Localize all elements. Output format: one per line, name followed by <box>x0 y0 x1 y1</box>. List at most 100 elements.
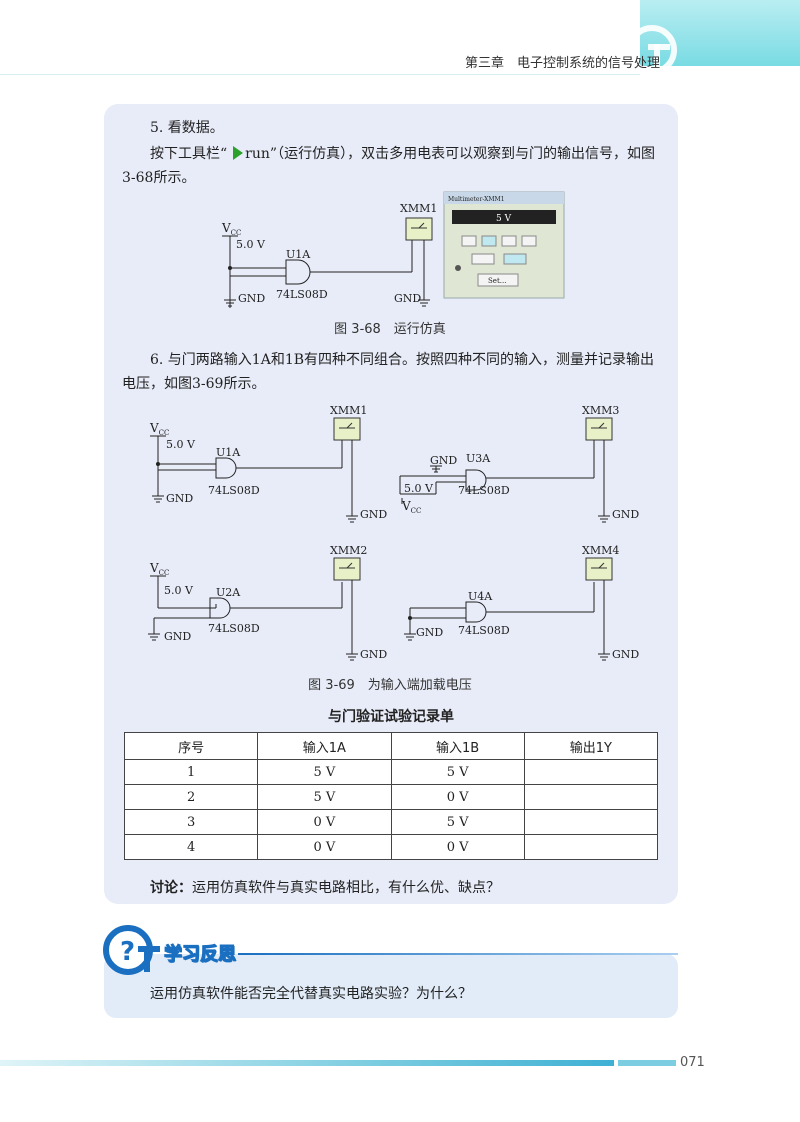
fig68-dialog-reading: 5 V <box>496 214 512 224</box>
run-label: run <box>245 146 270 162</box>
table-cell: 5 V <box>390 809 525 835</box>
footer-bar <box>0 1060 614 1066</box>
table-cell: 0 V <box>257 809 392 835</box>
step6-line2: 电压，如图3-69所示。 <box>122 376 266 392</box>
review-question: 运用仿真软件能否完全代替真实电路实验？为什么？ <box>150 986 472 1002</box>
fig69-c3-meter: XMM3 <box>582 404 619 417</box>
fig68-multimeter-icon <box>405 217 433 241</box>
table-cell: 0 V <box>390 784 525 810</box>
fig69-c1-meter: XMM1 <box>330 404 367 417</box>
fig68-dialog-set: Set... <box>488 277 506 285</box>
fig68-gnd-left: GND <box>238 292 265 305</box>
fig69-c4-gnd-left-icon <box>404 633 416 641</box>
record-table: 序号 输入1A 输入1B 输出1Y 1 5 V 5 V 2 5 V 0 V 3 … <box>123 732 659 860</box>
fig69-c1-gnd-left: GND <box>166 492 193 505</box>
table-cell: 0 V <box>257 834 392 860</box>
table-row: 4 0 V 0 V <box>123 834 659 860</box>
fig69-c4-meter: XMM4 <box>582 544 619 557</box>
fig68-gnd-left-icon <box>224 299 236 307</box>
chapter-header: 第三章 电子控制系统的信号处理 <box>465 56 661 71</box>
fig69-c2-chip: 74LS08D <box>208 622 260 635</box>
step5-line1-post: ”（运行仿真），双击多用电表可以观察到与门的输出信号，如图 <box>269 146 656 162</box>
step5-title: 5. 看数据。 <box>150 120 224 136</box>
fig69-c1-chip: 74LS08D <box>208 484 260 497</box>
fig69-c4-chip: 74LS08D <box>458 624 510 637</box>
chapter-logo-icon <box>627 25 677 75</box>
footer-bar-segment <box>618 1060 676 1066</box>
table-cell <box>523 784 659 810</box>
fig69-c4-and-gate <box>465 601 487 623</box>
fig69-c2-meter: XMM2 <box>330 544 367 557</box>
table-cell <box>523 809 659 835</box>
figure-3-68: VCC 5.0 V U1A 74LS08D GND XMM1 GND Multi… <box>221 191 565 308</box>
fig69-c3-gnd-right-icon <box>598 515 610 523</box>
fig68-vcc-label: VCC <box>221 221 241 237</box>
fig69-c3-and-gate <box>465 469 487 491</box>
fig68-dialog-display <box>452 210 556 224</box>
table-cell: 1 <box>123 759 259 785</box>
fig69-c4-gnd-right: GND <box>612 648 639 661</box>
fig69-c4-gnd-left: GND <box>416 626 443 639</box>
step5-line1-pre: 按下工具栏“ <box>150 146 228 162</box>
table-header-cell: 输出1Y <box>523 732 659 760</box>
fig69-c1-voltage: 5.0 V <box>166 438 196 451</box>
table-row: 1 5 V 5 V <box>123 759 659 785</box>
fig69-c1-and-gate <box>215 457 237 479</box>
table-cell <box>523 759 659 785</box>
step5-line1: 按下工具栏“ run”（运行仿真），双击多用电表可以观察到与门的输出信号，如图 <box>150 142 666 166</box>
fig69-c2-gnd-right-icon <box>346 653 358 661</box>
table-cell: 5 V <box>390 759 525 785</box>
table-cell: 5 V <box>257 759 392 785</box>
table-cell: 0 V <box>390 834 525 860</box>
discussion: 讨论：运用仿真软件与真实电路相比，有什么优、缺点？ <box>150 876 500 900</box>
step5-line2: 3-68所示。 <box>122 170 196 186</box>
fig69-c4-gnd-right-icon <box>598 653 610 661</box>
fig68-gnd-right: GND <box>394 292 421 305</box>
figure-3-68-caption: 图 3-68 运行仿真 <box>334 322 446 337</box>
fig69-c2-and-gate <box>209 597 231 619</box>
fig69-c2-vcc: VCC <box>149 561 169 577</box>
fig69-c1-gnd-left-icon <box>152 495 164 503</box>
fig69-c3-voltage: 5.0 V <box>404 482 434 495</box>
page-number: 071 <box>680 1055 705 1070</box>
fig69-c1-gnd-right: GND <box>360 508 387 521</box>
table-cell: 3 <box>123 809 259 835</box>
discussion-label: 讨论： <box>150 880 192 896</box>
fig68-and-gate <box>285 259 311 285</box>
figure-3-69: VCC 5.0 V U1A 74LS08D GND XMM1 GND GND 5… <box>148 404 639 661</box>
table-header-cell: 输入1A <box>257 732 392 760</box>
fig69-c2-multimeter-icon <box>333 557 361 581</box>
table-header-row: 序号 输入1A 输入1B 输出1Y <box>123 732 659 760</box>
fig69-c1-multimeter-icon <box>333 417 361 441</box>
step6-line1: 6. 与门两路输入1A和1B有四种不同组合。按照四种不同的输入，测量并记录输出 <box>150 352 655 368</box>
fig69-c1-vcc: VCC <box>149 421 169 437</box>
fig69-c4-multimeter-icon <box>585 557 613 581</box>
fig68-gate-label: U1A <box>286 248 311 261</box>
fig68-voltage: 5.0 V <box>236 238 266 251</box>
table-cell: 2 <box>123 784 259 810</box>
fig68-chip-label: 74LS08D <box>276 288 328 301</box>
table-row: 3 0 V 5 V <box>123 809 659 835</box>
fig68-meter-label: XMM1 <box>400 202 437 215</box>
svg-text:?: ? <box>120 937 135 967</box>
review-title-rule <box>238 953 678 955</box>
discussion-text: 运用仿真软件与真实电路相比，有什么优、缺点？ <box>192 880 500 896</box>
table-header-cell: 序号 <box>123 732 259 760</box>
review-title: 学习反思 <box>164 944 237 966</box>
fig69-c2-voltage: 5.0 V <box>164 584 194 597</box>
fig69-c2-gnd-left-icon <box>148 633 160 641</box>
fig68-gnd-right-icon <box>418 299 430 307</box>
fig69-c2-gnd-right: GND <box>360 648 387 661</box>
fig69-c2-gnd-left: GND <box>164 630 191 643</box>
review-question-icon: ? <box>103 925 160 975</box>
run-play-icon <box>233 146 244 160</box>
table-header-cell: 输入1B <box>390 732 525 760</box>
table-row: 2 5 V 0 V <box>123 784 659 810</box>
fig69-c2-gate: U2A <box>216 586 241 599</box>
fig69-c1-gnd-right-icon <box>346 515 358 523</box>
fig68-dialog-title: Multimeter-XMM1 <box>448 196 505 203</box>
fig69-c3-chip: 74LS08D <box>458 484 510 497</box>
figure-3-69-caption: 图 3-69 为输入端加载电压 <box>308 678 472 693</box>
review-panel <box>104 954 678 1018</box>
record-table-title: 与门验证试验记录单 <box>328 709 454 725</box>
